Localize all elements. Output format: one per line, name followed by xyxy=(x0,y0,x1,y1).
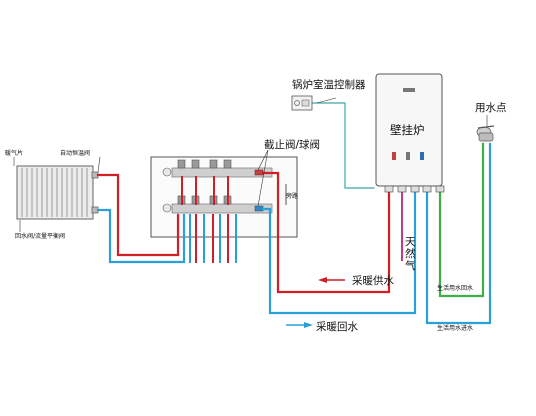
dhw-inlet-label: 生活用水进水 xyxy=(437,324,473,332)
manifold-vent-icon xyxy=(162,203,172,213)
room-thermostat xyxy=(291,95,313,111)
dhw-return-label: 生活用水回水 xyxy=(437,284,473,292)
flow-arrows xyxy=(286,277,345,328)
manifold-vent-icon xyxy=(162,167,172,177)
supply-ball-valve xyxy=(254,169,264,176)
water-point-label: 用水点 xyxy=(475,102,507,114)
supply-arrow-icon xyxy=(318,277,327,283)
wall-boiler xyxy=(375,73,445,193)
shutoff-valve-label: 截止阀/球阀 xyxy=(264,138,320,151)
radiator-supply-pipe xyxy=(96,173,180,257)
return-ball-valve xyxy=(254,205,264,212)
heating-supply-pipe xyxy=(261,171,391,294)
svg-text:天然气: 天然气 xyxy=(405,236,416,272)
radiator-label: 暖气片 xyxy=(5,149,23,157)
manifold-cabinet xyxy=(150,156,298,238)
bypass-label: 旁路 xyxy=(286,192,298,200)
radiator-return-pipe xyxy=(96,208,186,264)
boiler-label: 壁挂炉 xyxy=(390,123,425,137)
radiator xyxy=(16,165,99,220)
dhw-inlet-pipe xyxy=(425,142,492,325)
heating-supply-label: 采暖供水 xyxy=(352,274,394,287)
return-arrow-icon xyxy=(304,322,313,328)
dhw-return-pipe xyxy=(438,142,485,298)
return-valve-label: 回水阀/流量平衡阀 xyxy=(15,232,65,240)
heating-return-label: 采暖回水 xyxy=(316,320,358,333)
return-manifold-bar xyxy=(171,203,273,214)
auto-temp-valve-label: 自动恒温阀 xyxy=(60,149,90,157)
heating-return-pipe xyxy=(261,184,417,315)
thermostat-cable xyxy=(311,102,375,189)
natural-gas-label: 天然气 xyxy=(405,236,416,272)
boiler-display xyxy=(403,88,415,92)
thermostat-label: 锅炉室温控制器 xyxy=(292,78,366,91)
faucet-icon xyxy=(476,125,495,142)
